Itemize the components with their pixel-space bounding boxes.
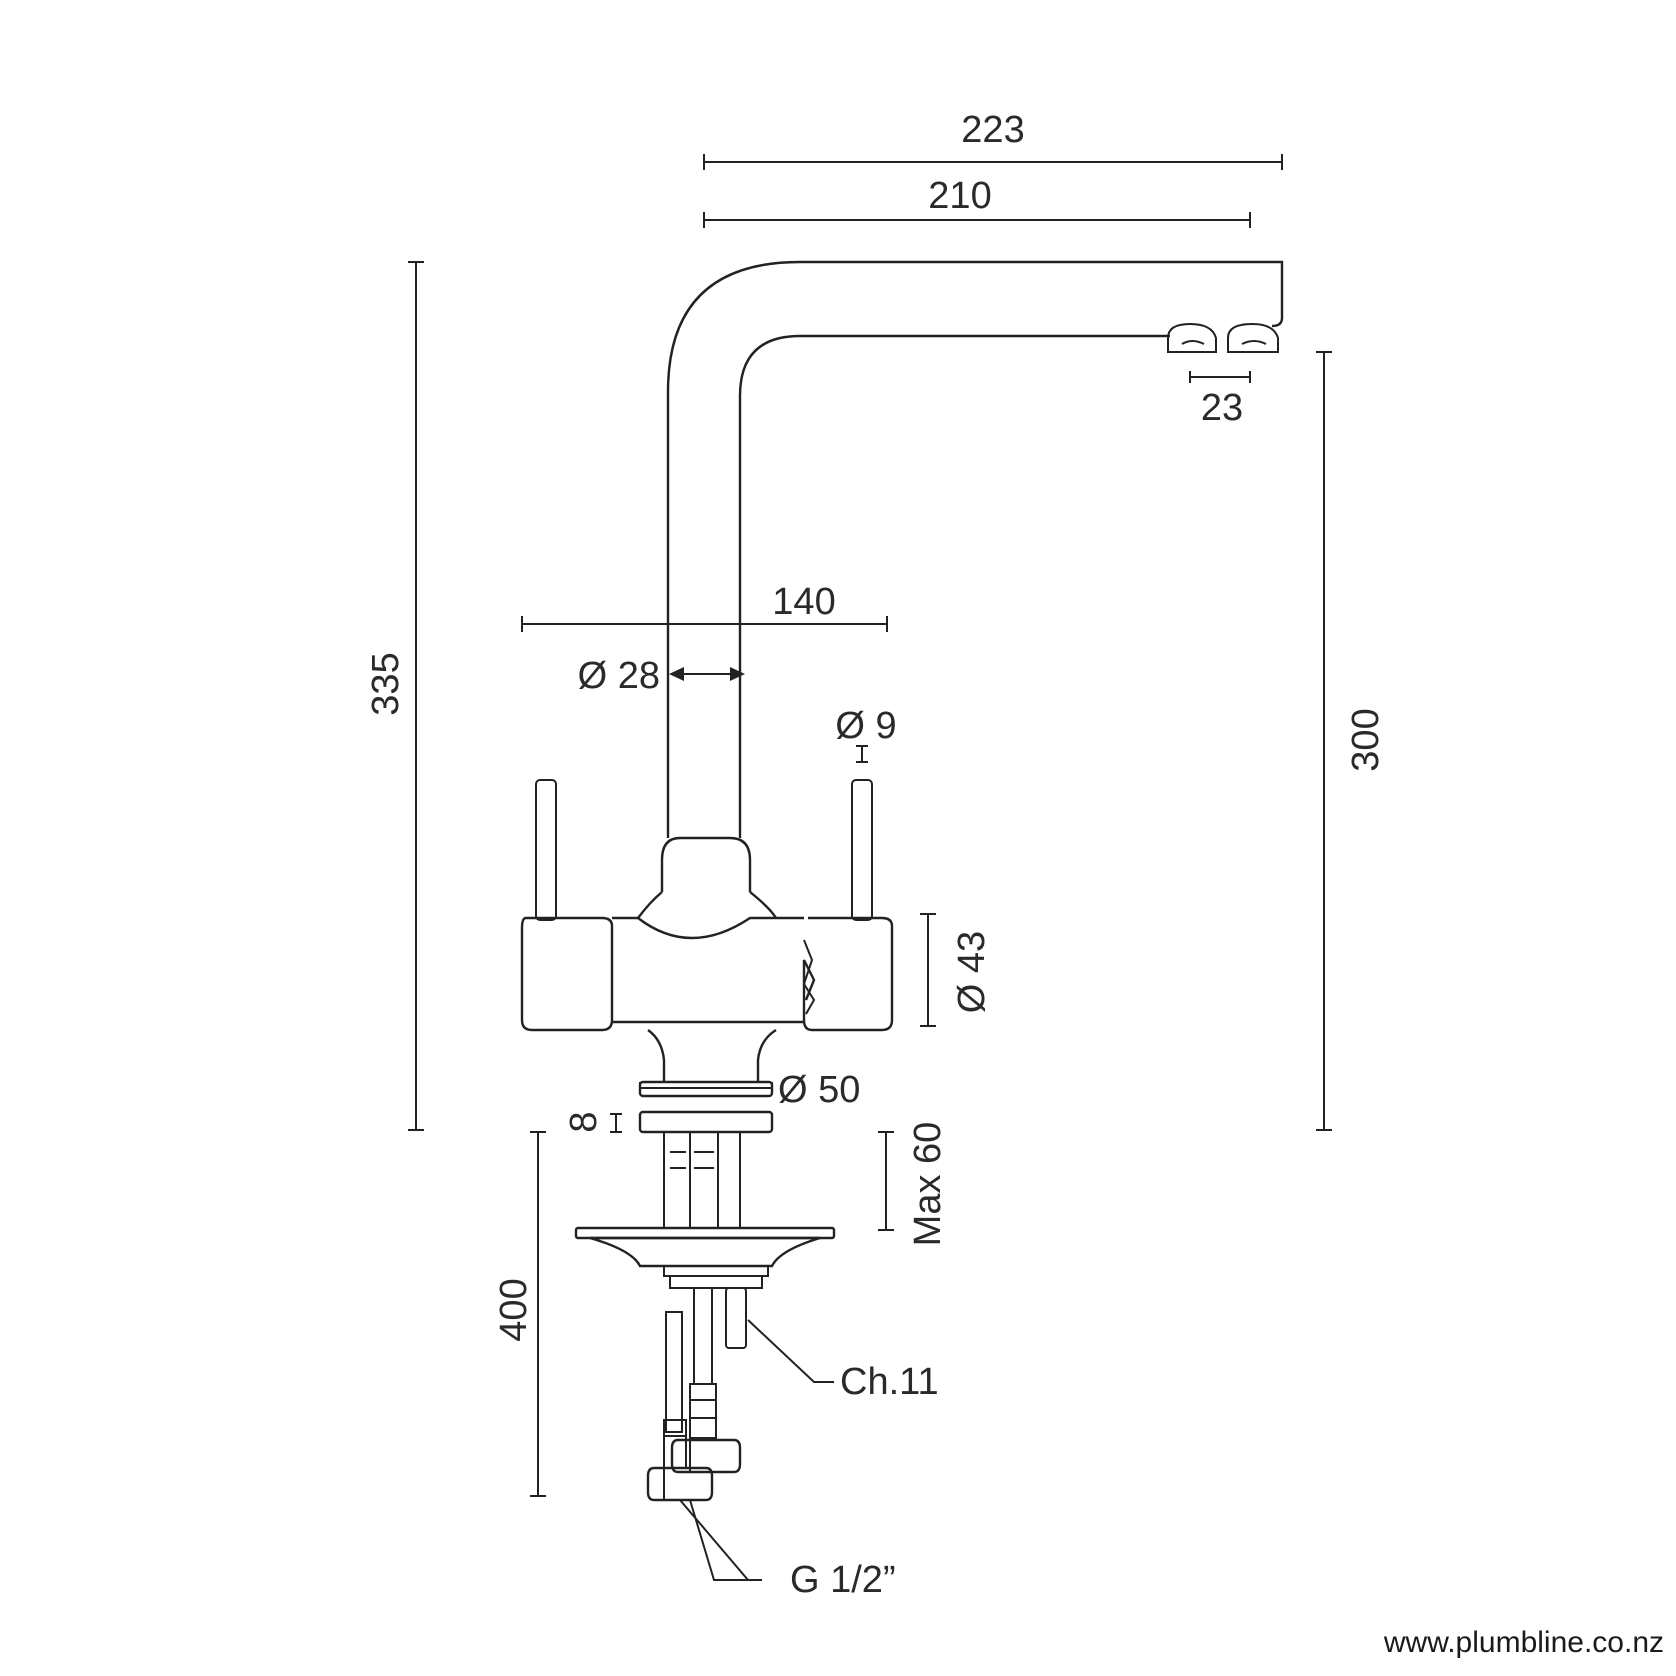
tap-outline xyxy=(520,260,1284,1581)
label-aerator-spacing: 23 xyxy=(1201,387,1243,429)
spout-inner xyxy=(738,334,1170,838)
dim-aerator-spacing xyxy=(1189,371,1251,383)
handle-right xyxy=(802,779,894,1032)
dim-overall-height xyxy=(408,261,424,1131)
dim-handle-span xyxy=(521,616,888,632)
label-handle-span: 140 xyxy=(772,581,835,623)
watermark: www.plumbline.co.nz xyxy=(1383,1626,1664,1659)
dim-body-diameter xyxy=(920,913,936,1027)
label-spout-diameter: Ø 28 xyxy=(578,655,660,697)
label-connection-thread: G 1/2” xyxy=(790,1559,896,1601)
dim-hose-length xyxy=(530,1131,546,1497)
dim-handle-diameter xyxy=(856,745,868,763)
label-spout-reach: 210 xyxy=(928,175,991,217)
dimension-labels: 223 210 23 140 Ø 28 Ø 9 335 300 Ø 43 Ø 5… xyxy=(365,109,1387,1601)
label-overall-reach: 223 xyxy=(961,109,1024,151)
label-base-diameter: Ø 50 xyxy=(778,1069,860,1111)
label-nut-size: Ch.11 xyxy=(840,1361,939,1403)
dim-overall-reach xyxy=(703,154,1283,170)
spout-outer xyxy=(666,260,1284,838)
label-outlet-height: 300 xyxy=(1345,708,1387,771)
shank-assembly xyxy=(574,1131,836,1502)
label-body-diameter: Ø 43 xyxy=(951,931,993,1013)
dim-spout-reach xyxy=(703,212,1251,228)
leader-lines xyxy=(679,1319,834,1581)
label-overall-height: 335 xyxy=(365,652,407,715)
label-handle-diameter: Ø 9 xyxy=(835,705,896,747)
label-hose-length: 400 xyxy=(493,1278,535,1341)
aerator-left xyxy=(1167,322,1217,353)
dim-base-diameter xyxy=(639,1082,773,1094)
dim-max-bench-thickness xyxy=(878,1131,894,1231)
dim-base-thickness xyxy=(610,1113,622,1133)
dim-spout-diameter-arrow xyxy=(669,667,745,681)
label-max-bench-thickness: Max 60 xyxy=(907,1122,949,1247)
dim-outlet-height xyxy=(1316,351,1332,1131)
aerator-right xyxy=(1227,322,1279,353)
dimension-lines xyxy=(408,154,1332,1497)
label-base-thickness: 8 xyxy=(563,1111,605,1132)
handle-left xyxy=(520,779,614,1032)
